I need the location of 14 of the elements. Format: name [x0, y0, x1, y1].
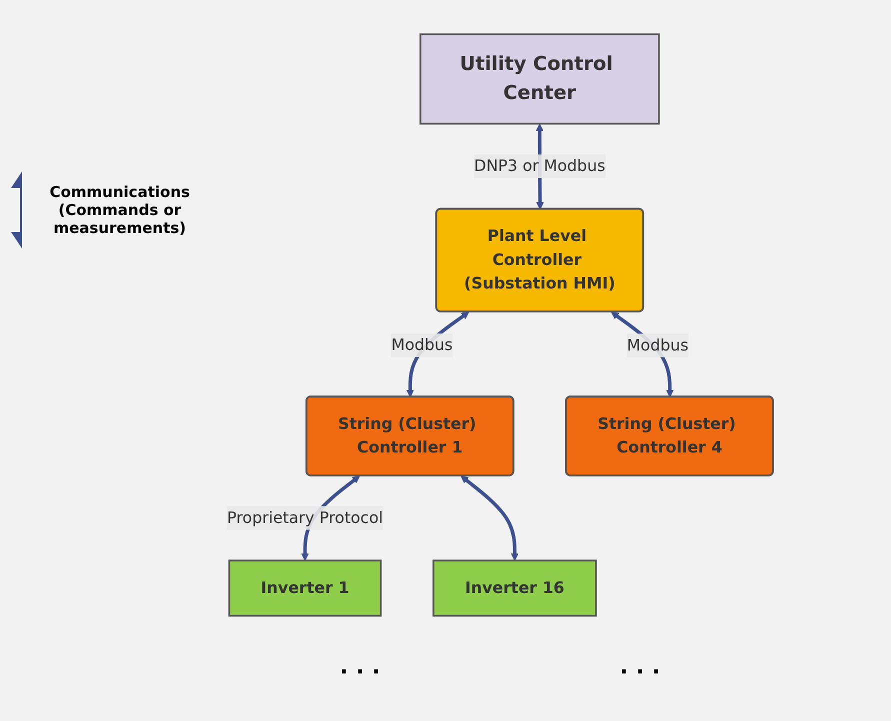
- controller-box: String (Cluster) Controller 1: [305, 396, 514, 476]
- controller-box: String (Cluster) Controller 4: [565, 396, 774, 476]
- ellipsis-label: · · ·: [620, 660, 660, 685]
- controller-box: Inverter 16: [432, 560, 597, 617]
- ellipsis-label: · · ·: [340, 660, 380, 685]
- edge-label: DNP3 or Modbus: [474, 157, 606, 176]
- controller-box: Plant Level Controller (Substation HMI): [435, 208, 644, 312]
- double-arrow: [460, 476, 519, 561]
- edge-label: Modbus: [626, 336, 688, 355]
- controller-box: Inverter 1: [228, 560, 382, 617]
- legend-label: Communications (Commands or measurements): [48, 183, 191, 237]
- edge-label: Modbus: [391, 336, 453, 355]
- controller-box: Utility Control Center: [420, 33, 660, 125]
- edge-label: Proprietary Protocol: [227, 508, 384, 528]
